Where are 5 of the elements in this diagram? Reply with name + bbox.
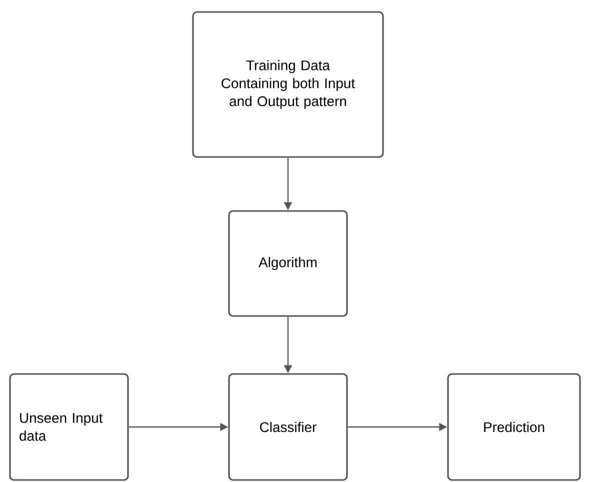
process-box: Training Data Containing both Input and Output pattern — [192, 11, 384, 158]
process-box: Prediction — [447, 373, 581, 481]
process-box: Classifier — [228, 373, 348, 481]
process-box: Unseen Input data — [9, 373, 129, 481]
process-box: Algorithm — [228, 210, 348, 317]
